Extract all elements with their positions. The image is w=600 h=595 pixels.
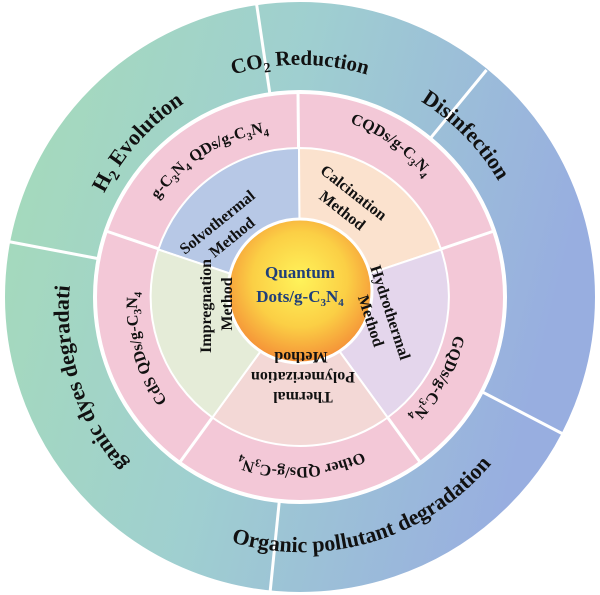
center-circle [226,217,374,365]
center-label: Quantum Dots/g-C3N4 [256,263,344,309]
method-label-thermal: Thermal Polymerization Method [247,348,355,405]
center-line2: Dots/g-C3N4 [256,287,344,309]
method-sector-thermal [211,295,389,447]
center-line1: Quantum [265,263,335,282]
method-label-impregnation: Impregnation Method [198,255,236,353]
